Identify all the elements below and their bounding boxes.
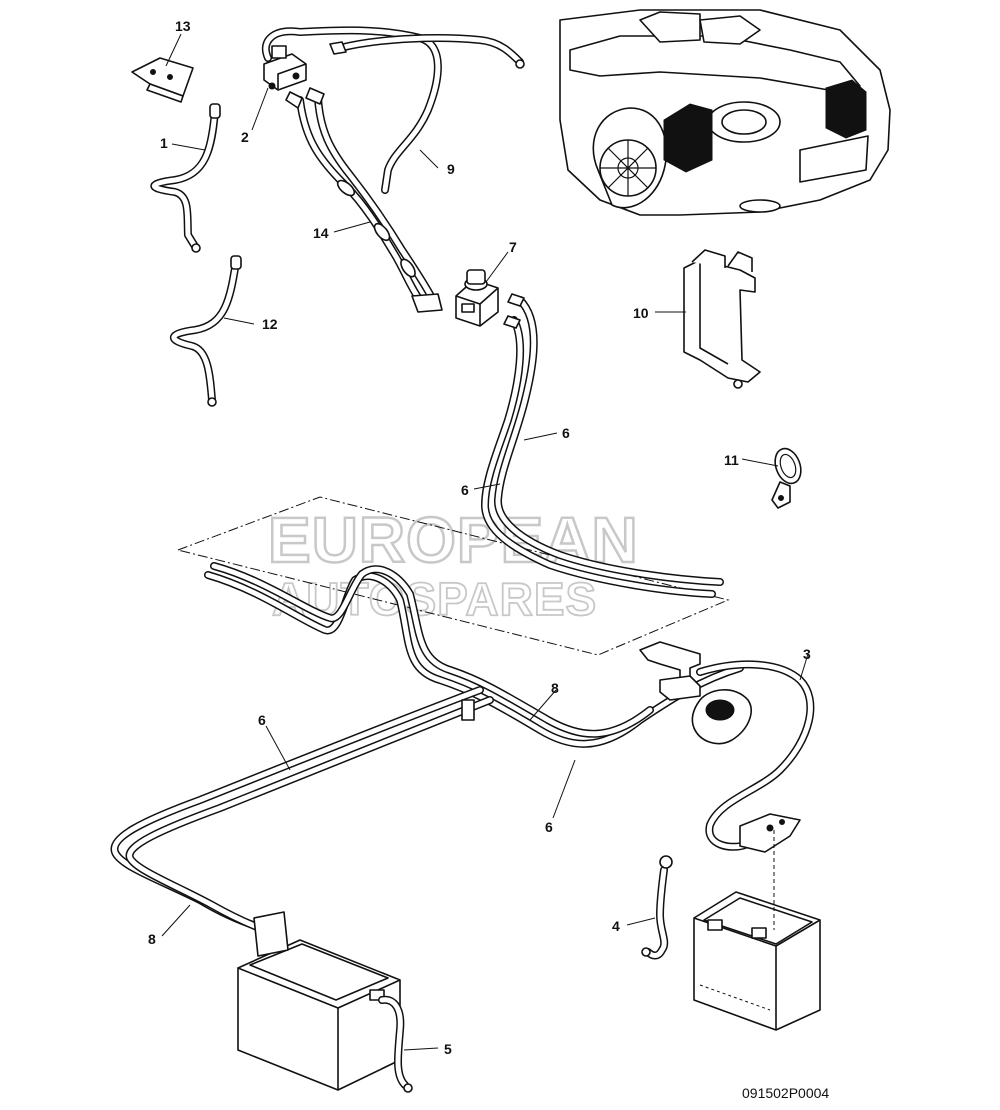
watermark: EUROPEAN AUTOSPARES <box>267 503 639 626</box>
callout-1: 1 <box>160 135 168 151</box>
battery-left <box>237 911 401 1091</box>
leader-6d <box>552 759 576 819</box>
leader-14 <box>333 221 371 233</box>
leader-8a <box>529 689 557 721</box>
callout-6b: 6 <box>461 482 469 498</box>
reference-code: 091502P0004 <box>742 1085 829 1101</box>
callouts: 13 1 2 9 14 7 12 10 6 6 11 8 3 6 6 8 4 5 <box>148 18 811 1057</box>
leader-lines <box>161 33 809 1051</box>
leader-12 <box>223 317 255 325</box>
leader-1 <box>171 143 206 151</box>
callout-4: 4 <box>612 918 620 934</box>
callout-14: 14 <box>313 225 329 241</box>
leader-6c <box>265 725 291 771</box>
leader-5 <box>403 1047 439 1051</box>
part-1-cable <box>150 103 221 253</box>
part-4-cable <box>641 855 673 960</box>
part-13-pad <box>131 57 194 103</box>
callout-11: 11 <box>724 452 739 468</box>
part-2-connector <box>261 26 442 194</box>
floor-plane-outline <box>176 496 730 656</box>
callout-6d: 6 <box>545 819 553 835</box>
part-3-cable <box>691 660 815 853</box>
leader-13 <box>165 33 182 67</box>
leader-4 <box>626 917 656 926</box>
part-11-clip <box>771 447 802 509</box>
callout-9: 9 <box>447 161 455 177</box>
callout-3: 3 <box>803 646 811 662</box>
part-14-harness <box>285 87 443 313</box>
callout-8b: 8 <box>148 931 156 947</box>
part-7-relay <box>455 269 499 327</box>
part-12-cable <box>170 255 242 407</box>
leader-9 <box>419 149 439 169</box>
part-10-bracket <box>683 249 761 389</box>
callout-6c: 6 <box>258 712 266 728</box>
leader-11 <box>741 458 779 467</box>
callout-13: 13 <box>175 18 191 34</box>
part-6-cables <box>110 293 744 938</box>
callout-7: 7 <box>509 239 517 255</box>
part-9-cable <box>329 34 525 69</box>
battery-right <box>693 891 821 1031</box>
watermark-line1: EUROPEAN <box>268 504 639 576</box>
callout-12: 12 <box>262 316 278 332</box>
part-5-cable <box>378 995 413 1093</box>
part-8-bracket <box>639 641 701 701</box>
leader-3 <box>799 653 809 681</box>
leader-6b <box>473 483 501 490</box>
vehicle-inset <box>559 9 891 216</box>
callout-2: 2 <box>241 129 249 145</box>
callout-8a: 8 <box>551 680 559 696</box>
callout-10: 10 <box>633 305 649 321</box>
leader-6a <box>523 432 558 441</box>
leader-2 <box>251 87 269 131</box>
leader-7 <box>485 251 509 283</box>
leader-8b <box>161 904 191 937</box>
callout-5: 5 <box>444 1041 452 1057</box>
callout-6a: 6 <box>562 425 570 441</box>
